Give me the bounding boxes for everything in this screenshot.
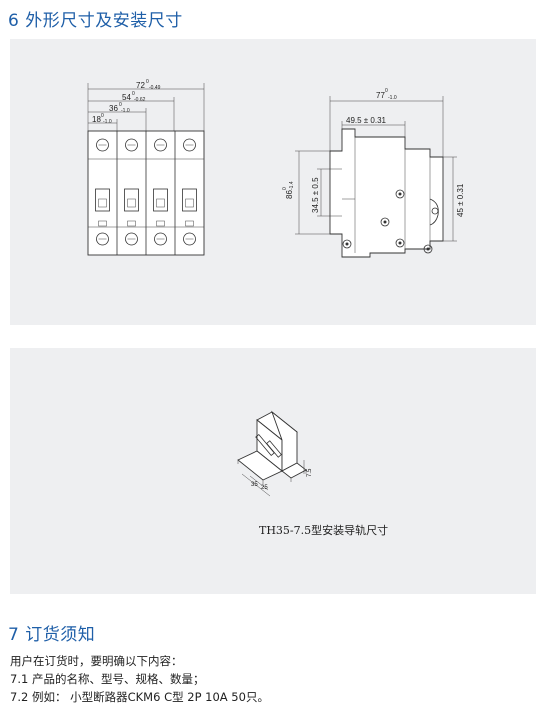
din-rail-drawing: 35 25 7.5: [237, 410, 313, 497]
bottom-terminal-screw: [154, 232, 167, 246]
side-screw: [395, 238, 405, 248]
toggle-grip: [185, 198, 194, 208]
din-rail: 35 25 7.5: [237, 410, 313, 497]
toggle-handle: [124, 188, 139, 212]
top-terminal-screw: [154, 138, 167, 152]
order-line-3: 7.2 例如： 小型断路器CKM6 C型 2P 10A 50只。: [10, 690, 269, 704]
top-terminal-screw: [96, 138, 109, 152]
side-dim-inner: 34.5 ± 0.5: [311, 177, 320, 213]
section-6-title: 6 外形尺寸及安装尺寸: [8, 11, 183, 31]
toggle-handle: [95, 188, 110, 212]
dimensions-drawing: 72 0 -0.49 54 0 -0.62 36 0 -1.0 18 0 -1.…: [87, 79, 465, 258]
toggle-grip: [156, 198, 165, 208]
label-window: [127, 220, 136, 227]
front-dim-two-sub: -1.0: [121, 108, 130, 114]
bottom-terminal-screw: [125, 232, 138, 246]
section-7-title: 7 订货须知: [8, 625, 96, 645]
front-dim-three-sub: -0.62: [134, 97, 146, 103]
label-window: [185, 220, 194, 227]
side-screw-center: [426, 247, 430, 251]
side-dim-height-sup: 0: [282, 187, 288, 190]
bottom-terminal-screw: [183, 232, 196, 246]
side-screw: [380, 217, 390, 227]
rail-dim-inner: 25: [261, 485, 268, 491]
toggle-grip: [127, 198, 136, 208]
side-screw-center: [345, 242, 349, 246]
dimensions-drawing-panel: 72 0 -0.49 54 0 -0.62 36 0 -1.0 18 0 -1.…: [10, 39, 536, 325]
side-dim-height-sub: -1.4: [289, 181, 295, 190]
toggle-grip: [98, 198, 107, 208]
front-dim-total: 72: [136, 81, 145, 90]
side-screw-center: [398, 192, 402, 196]
side-dim-width-sup: 0: [385, 88, 388, 94]
side-dim-depth: 49.5 ± 0.31: [346, 116, 387, 125]
side-screw: [395, 189, 405, 199]
bottom-terminal-screw: [96, 232, 109, 246]
front-dim-one-sup: 0: [101, 113, 104, 119]
rail-dim-height: 7.5: [307, 468, 313, 477]
top-terminal-screw: [183, 138, 196, 152]
side-view: 77 0 -1.0 49.5 ± 0.31 86 0 -1: [282, 88, 465, 258]
rail-dim-width: 35: [251, 482, 258, 488]
side-dim-width-sub: -1.0: [388, 95, 397, 101]
side-screw-center: [398, 241, 402, 245]
rail-caption: TH35-7.5型安装导轨尺寸: [259, 524, 389, 537]
order-line-2: 7.1 产品的名称、型号、规格、数量；: [10, 672, 205, 686]
front-dim-one: 18: [92, 115, 101, 124]
side-dim-front: 45 ± 0.31: [456, 183, 465, 217]
front-view: 72 0 -0.49 54 0 -0.62 36 0 -1.0 18 0 -1.…: [87, 79, 205, 256]
top-terminal-screw: [125, 138, 138, 152]
toggle-handle: [182, 188, 197, 212]
label-window: [156, 220, 165, 227]
side-dim-width: 77: [376, 91, 385, 100]
label-window: [98, 220, 107, 227]
front-dim-total-sub: -0.49: [149, 85, 161, 91]
rail-drawing-panel: 35 25 7.5: [10, 348, 536, 594]
side-screw-center: [383, 220, 387, 224]
order-line-1: 用户在订货时，要明确以下内容：: [10, 654, 183, 668]
side-dim-height: 86: [285, 190, 294, 199]
front-dim-three: 54: [122, 93, 131, 102]
side-screw: [342, 239, 352, 249]
toggle-handle: [153, 188, 168, 212]
side-screw: [423, 244, 433, 254]
front-dim-one-sub: -1.0: [103, 119, 112, 125]
front-dim-two: 36: [109, 104, 118, 113]
front-dim-three-sup: 0: [132, 91, 135, 97]
front-dim-two-sup: 0: [119, 102, 122, 108]
front-dim-total-sup: 0: [146, 79, 149, 85]
